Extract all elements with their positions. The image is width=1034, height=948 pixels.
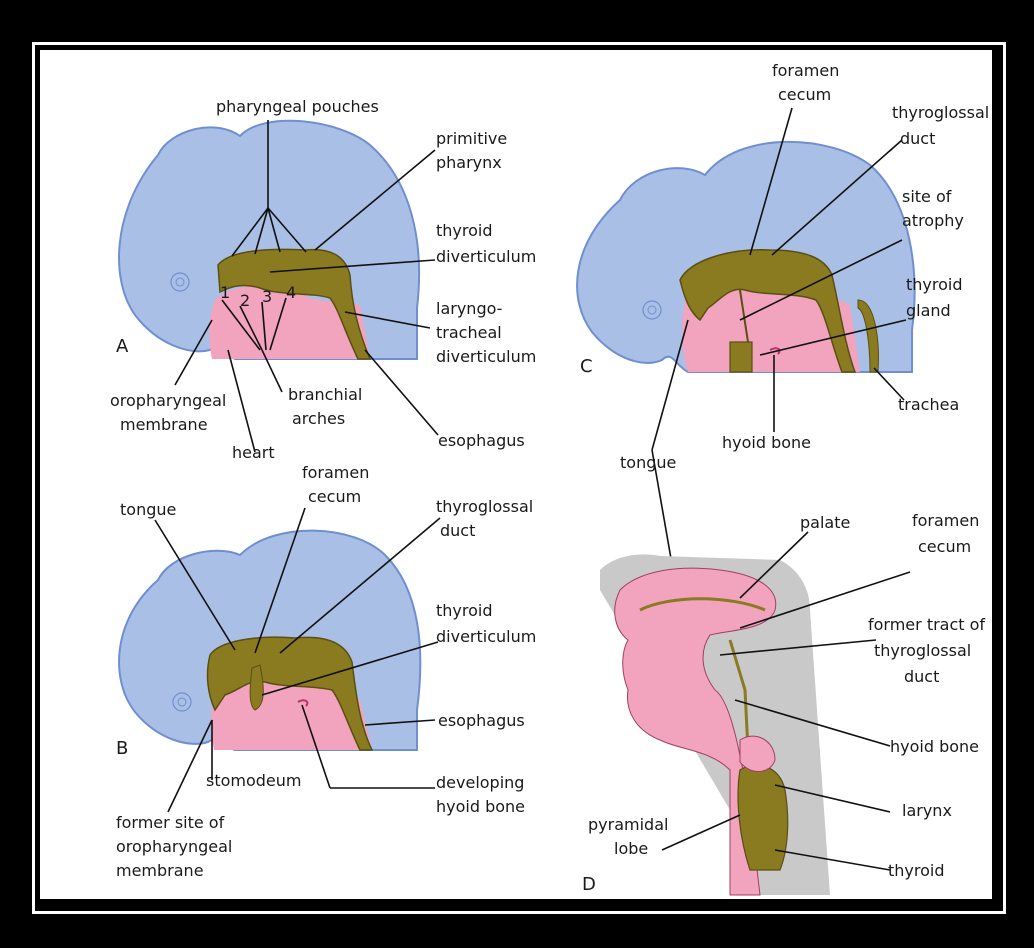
label-palate: palate	[800, 513, 850, 532]
label-foramen-cecum-b-2: cecum	[308, 487, 361, 506]
label-tongue-c: tongue	[620, 453, 676, 472]
label-oropharyngeal-membrane-2: membrane	[120, 415, 208, 434]
arch-number-3: 3	[262, 287, 272, 306]
arch-number-1: 1	[220, 283, 230, 302]
label-thyroglossal-duct-b: thyroglossal	[436, 497, 533, 516]
label-developing-hyoid-bone: developing	[436, 773, 524, 792]
label-pyramidal-lobe-2: lobe	[614, 839, 648, 858]
label-larynx: larynx	[902, 801, 952, 820]
panel-b-thyroid-bud	[250, 665, 263, 710]
label-thyroid-diverticulum-b: thyroid	[436, 601, 493, 620]
label-thyroid-d: thyroid	[888, 861, 945, 880]
label-foramen-cecum-b: foramen	[302, 463, 369, 482]
label-thyroid-gland: thyroid	[906, 275, 963, 294]
label-laryngo-tracheal-3: diverticulum	[436, 347, 536, 366]
figure-border: 1 2 3 4 pharyngeal pouches primitive pha…	[32, 42, 1006, 914]
label-developing-hyoid-bone-2: hyoid bone	[436, 797, 525, 816]
label-foramen-cecum-d-2: cecum	[918, 537, 971, 556]
label-tongue-b: tongue	[120, 500, 176, 519]
label-branchial-arches: branchial	[288, 385, 362, 404]
label-trachea: trachea	[898, 395, 959, 414]
label-hyoid-bone-d: hyoid bone	[890, 737, 979, 756]
panel-d: palate foramen cecum former tract of thy…	[582, 511, 985, 895]
panel-a: 1 2 3 4 pharyngeal pouches primitive pha…	[110, 97, 536, 462]
label-former-tract-3: duct	[904, 667, 939, 686]
label-stomodeum: stomodeum	[206, 771, 302, 790]
label-thyroglossal-duct-c: thyroglossal	[892, 103, 989, 122]
label-former-site-3: membrane	[116, 861, 204, 880]
label-laryngo-tracheal-2: tracheal	[436, 323, 502, 342]
label-former-site: former site of	[116, 813, 225, 832]
panel-b: tongue foramen cecum thyroglossal duct t…	[116, 463, 536, 880]
label-branchial-arches-2: arches	[292, 409, 345, 428]
label-foramen-cecum-c: foramen	[772, 61, 839, 80]
label-thyroglossal-duct-c-2: duct	[900, 129, 935, 148]
label-esophagus-a: esophagus	[438, 431, 525, 450]
label-former-tract: former tract of	[868, 615, 985, 634]
panel-c-thyroid-gland-icon	[730, 342, 752, 372]
embryology-diagram: 1 2 3 4 pharyngeal pouches primitive pha…	[40, 50, 992, 899]
label-former-site-2: oropharyngeal	[116, 837, 232, 856]
label-site-of-atrophy: site of	[902, 187, 952, 206]
panel-d-thyroid-icon	[738, 765, 788, 870]
label-thyroid-diverticulum-a-2: diverticulum	[436, 247, 536, 266]
label-foramen-cecum-c-2: cecum	[778, 85, 831, 104]
label-thyroid-gland-2: gland	[906, 301, 951, 320]
panel-b-tag: B	[116, 738, 128, 759]
arch-number-2: 2	[240, 291, 250, 310]
panel-d-tag: D	[582, 874, 596, 895]
label-thyroid-diverticulum-b-2: diverticulum	[436, 627, 536, 646]
panel-c-tag: C	[580, 356, 593, 377]
label-hyoid-bone-c: hyoid bone	[722, 433, 811, 452]
label-thyroid-diverticulum-a: thyroid	[436, 221, 493, 240]
label-heart: heart	[232, 443, 275, 462]
label-pyramidal-lobe: pyramidal	[588, 815, 668, 834]
label-thyroglossal-duct-b-2: duct	[440, 521, 475, 540]
label-primitive-pharynx: primitive	[436, 129, 507, 148]
label-pharyngeal-pouches: pharyngeal pouches	[216, 97, 379, 116]
label-oropharyngeal-membrane: oropharyngeal	[110, 391, 226, 410]
label-esophagus-b: esophagus	[438, 711, 525, 730]
panel-a-tag: A	[116, 336, 129, 357]
arch-number-4: 4	[286, 283, 296, 302]
figure-panel: 1 2 3 4 pharyngeal pouches primitive pha…	[40, 50, 992, 899]
label-laryngo-tracheal: laryngo-	[436, 299, 502, 318]
label-primitive-pharynx-2: pharynx	[436, 153, 502, 172]
label-former-tract-2: thyroglossal	[874, 641, 971, 660]
label-site-of-atrophy-2: atrophy	[902, 211, 964, 230]
label-foramen-cecum-d: foramen	[912, 511, 979, 530]
